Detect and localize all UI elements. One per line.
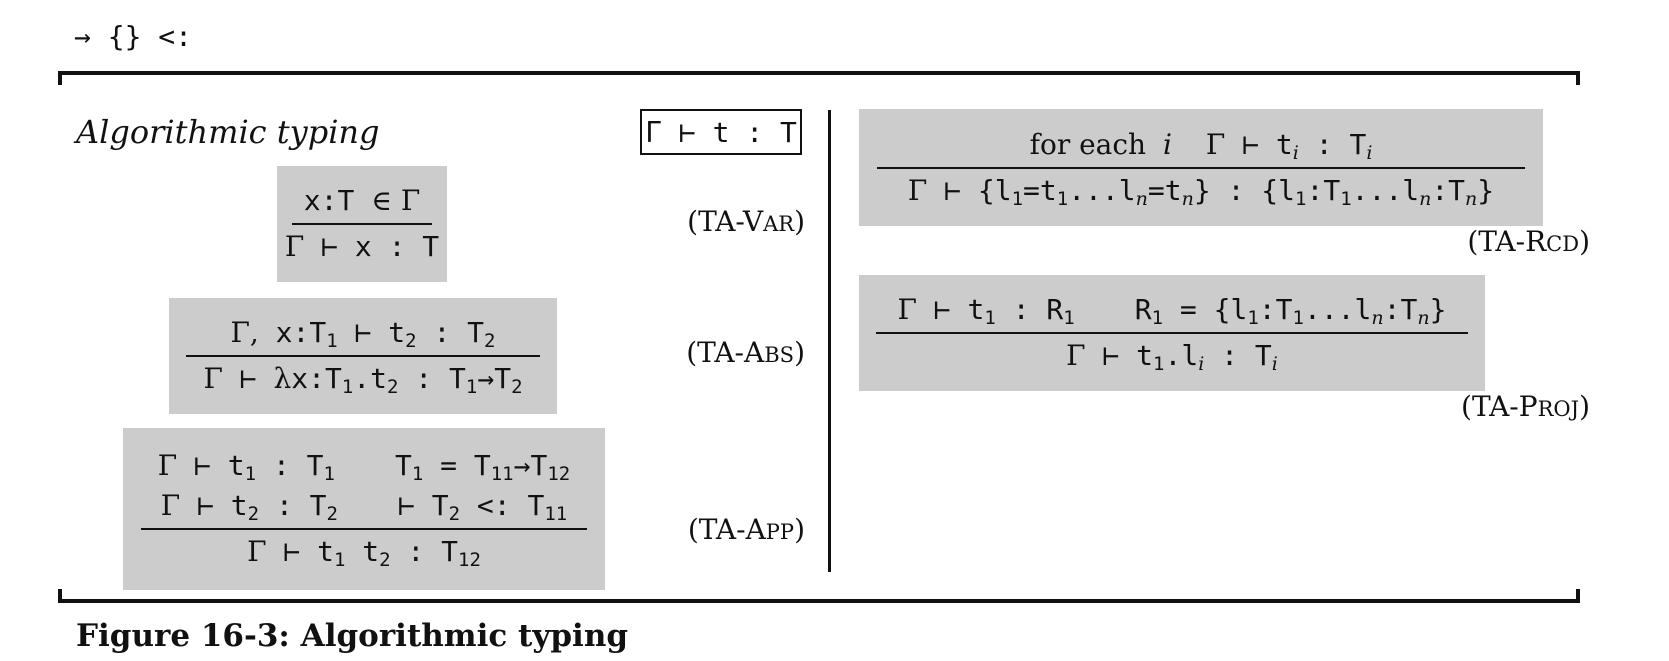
rule-ta-rcd-for-each: for each: [1029, 127, 1147, 161]
rule-ta-app-premise-2: Γ ⊢ t2 : T2⊢ T2 <: T11: [160, 489, 568, 525]
figure-caption: Figure 16-3: Algorithmic typing: [76, 618, 629, 654]
inference-bar: [877, 166, 1525, 169]
frame-top-left-tick: [58, 71, 62, 85]
frame-bottom-left-tick: [58, 589, 62, 603]
frame-bottom-bar: [58, 599, 1580, 603]
inference-bar: [876, 332, 1468, 334]
rule-ta-var-premise: x:T ∈ Γ: [303, 184, 421, 217]
judgment-form: Γ ⊢ t : T: [645, 115, 797, 149]
inference-bar: [141, 528, 587, 530]
rule-ta-app-conclusion: Γ ⊢ t1 t2 : T12: [247, 535, 481, 571]
rule-ta-proj-conclusion: Γ ⊢ t1.li : Ti: [1066, 339, 1278, 375]
inference-bar: [292, 223, 432, 225]
frame-top-right-tick: [1576, 71, 1580, 85]
rule-ta-abs-conclusion: Γ ⊢ λx:T1.t2 : T1→T2: [203, 362, 523, 398]
column-divider: [828, 110, 831, 572]
judgment-form-box: Γ ⊢ t : T: [640, 109, 802, 155]
rule-ta-proj-name: (TA-PROJ): [1461, 390, 1590, 423]
rule-ta-abs-premise: Γ, x:T1 ⊢ t2 : T2: [230, 316, 496, 352]
rule-ta-rcd-name: (TA-RCD): [1467, 225, 1590, 258]
inference-bar: [186, 355, 540, 357]
section-title: Algorithmic typing: [76, 113, 380, 151]
header-symbols: → {} <:: [74, 20, 193, 53]
rule-ta-var: x:T ∈ Γ Γ ⊢ x : T: [277, 166, 447, 282]
rule-ta-var-name: (TA-VAR): [687, 205, 805, 238]
frame-bottom-right-tick: [1576, 589, 1580, 603]
frame-top-bar: [58, 71, 1580, 75]
rule-ta-rcd-conclusion: Γ ⊢ {l1=t1...ln=tn} : {l1:T1...ln:Tn}: [907, 173, 1495, 210]
rule-ta-var-conclusion: Γ ⊢ x : T: [284, 230, 440, 263]
rule-ta-abs: Γ, x:T1 ⊢ t2 : T2 Γ ⊢ λx:T1.t2 : T1→T2: [169, 298, 557, 414]
rule-ta-app-name: (TA-APP): [687, 513, 805, 546]
rule-ta-abs-name: (TA-ABS): [686, 336, 805, 369]
